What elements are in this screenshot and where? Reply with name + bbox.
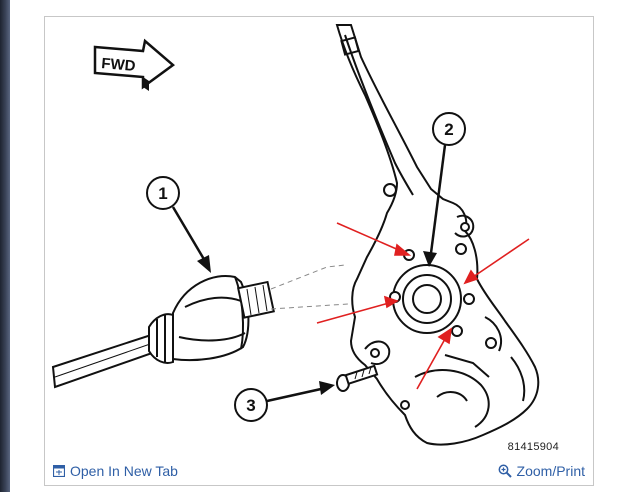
svg-text:2: 2	[444, 120, 453, 139]
steering-knuckle	[335, 24, 540, 446]
callout-1: 1	[146, 176, 211, 273]
open-in-new-tab-link[interactable]: Open In New Tab	[53, 463, 178, 479]
bolt	[336, 364, 379, 392]
zoom-print-link[interactable]: Zoom/Print	[498, 463, 585, 479]
zoom-print-label: Zoom/Print	[516, 463, 585, 479]
figure-id: 81415904	[507, 441, 559, 453]
image-actions-bar: Open In New Tab Zoom/Print	[45, 457, 593, 485]
image-panel: FWD	[44, 16, 594, 486]
fwd-label: FWD	[101, 55, 137, 75]
svg-text:3: 3	[246, 396, 255, 415]
alignment-line	[270, 264, 346, 290]
svg-text:1: 1	[158, 184, 167, 203]
axle-shaft	[51, 275, 275, 389]
service-diagram: FWD	[45, 17, 593, 457]
fwd-arrow: FWD	[93, 38, 176, 91]
open-in-new-tab-label: Open In New Tab	[70, 463, 178, 479]
open-in-new-tab-icon	[53, 465, 65, 477]
callout-3: 3	[234, 381, 335, 422]
window-edge	[0, 0, 10, 492]
magnifier-icon	[498, 464, 512, 478]
red-arrows	[316, 222, 530, 390]
callout-2: 2	[423, 112, 466, 267]
